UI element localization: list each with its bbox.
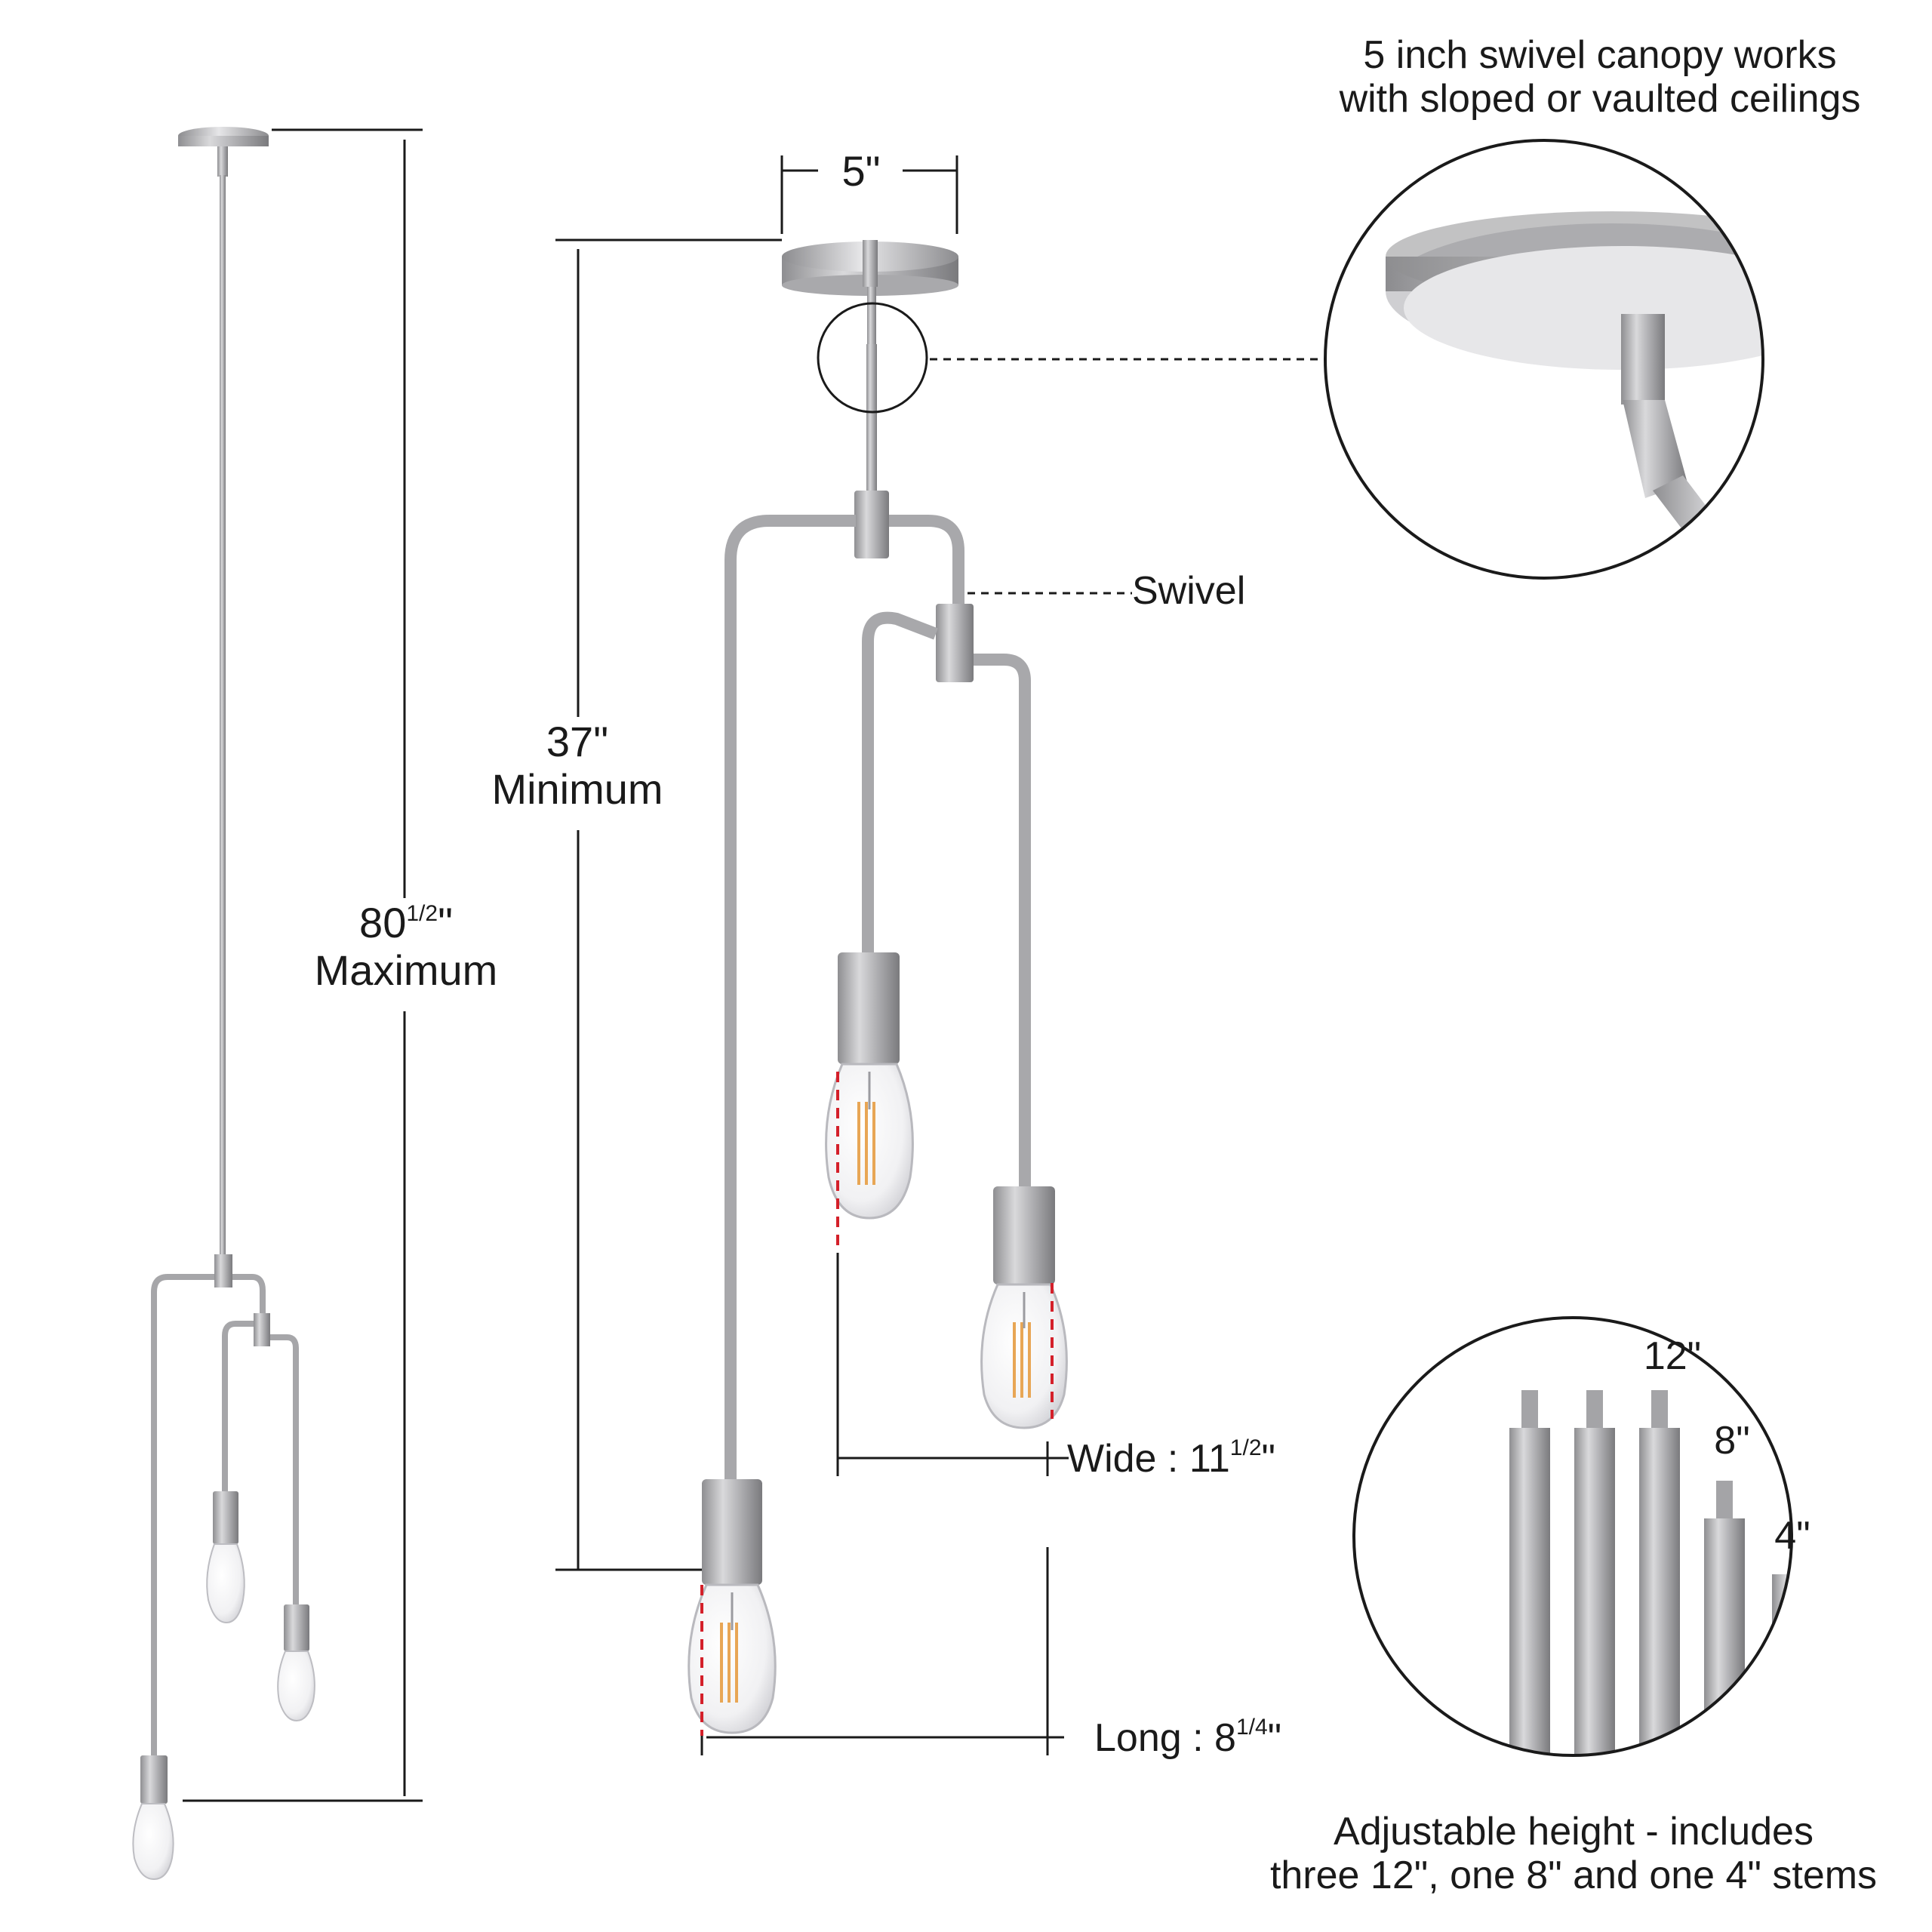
- canopy-note: 5 inch swivel canopy works with sloped o…: [1275, 33, 1924, 121]
- swivel-label: Swivel: [1132, 569, 1246, 613]
- large-socket-1: [838, 952, 900, 1064]
- large-arm-inner: [862, 611, 938, 952]
- wide-prefix: Wide : 11: [1067, 1437, 1230, 1481]
- red-guides: [700, 1072, 1054, 1736]
- wide-label: Wide : 111/2": [1067, 1435, 1275, 1481]
- stem-12-label: 12": [1643, 1334, 1702, 1378]
- large-arm-far: [974, 654, 1031, 1186]
- min-height-value: 37": [546, 718, 609, 765]
- small-socket-1: [213, 1491, 238, 1544]
- stems-note: Adjustable height - includes three 12", …: [1223, 1810, 1924, 1897]
- large-socket-3: [702, 1479, 762, 1585]
- small-arm-inner: [222, 1321, 255, 1491]
- small-downrod: [220, 175, 226, 1262]
- small-pendant: [132, 127, 315, 1881]
- max-height-text: Maximum: [314, 946, 498, 994]
- small-canopy-edge: [178, 136, 269, 146]
- stem-12-a: [1509, 1390, 1550, 1755]
- detail-stem: [1621, 314, 1665, 405]
- swivel-hub: [936, 604, 974, 682]
- large-bulb-2: [980, 1283, 1068, 1429]
- small-bulb-1: [206, 1543, 245, 1624]
- large-pendant: [688, 240, 1068, 1734]
- long-unit: ": [1267, 1716, 1282, 1760]
- swivel-callout: [930, 358, 1393, 595]
- long-prefix: Long : 8: [1094, 1716, 1236, 1760]
- large-arm-outer: [724, 515, 856, 1479]
- stem-12-b: [1574, 1390, 1615, 1755]
- large-socket-2: [993, 1186, 1055, 1284]
- max-height-label: 801/2" Maximum: [300, 899, 512, 994]
- large-bulb-3: [688, 1583, 777, 1734]
- stem-4-label: 4": [1774, 1514, 1810, 1558]
- detail-rod: [1653, 475, 1763, 578]
- canopy-note-line2: with sloped or vaulted ceilings: [1339, 77, 1861, 122]
- large-downrod: [866, 344, 877, 494]
- canopy-detail-circle: [1324, 139, 1764, 580]
- large-arm-right: [889, 515, 964, 604]
- swivel-detail-ring: [817, 302, 928, 414]
- stems-note-line2: three 12", one 8" and one 4" stems: [1269, 1854, 1878, 1898]
- wide-frac: 1/2: [1229, 1435, 1262, 1460]
- stem-8: [1704, 1481, 1745, 1755]
- small-arm-outer: [151, 1274, 219, 1755]
- center-dimension-lines: [555, 155, 1069, 1755]
- max-height-unit: ": [438, 899, 453, 946]
- long-label: Long : 81/4": [1094, 1715, 1281, 1760]
- canopy-width-label: 5": [841, 147, 881, 195]
- min-height-label: 37" Minimum: [475, 718, 679, 813]
- max-dimension-lines: [183, 128, 423, 1802]
- stems-detail-circle: [1352, 1316, 1793, 1757]
- wide-unit: ": [1261, 1437, 1275, 1481]
- small-socket-2: [284, 1604, 309, 1651]
- small-bulb-2: [277, 1651, 315, 1722]
- small-socket-3: [140, 1755, 168, 1804]
- min-height-text: Minimum: [491, 764, 663, 813]
- stems-note-line1: Adjustable height - includes: [1334, 1810, 1814, 1854]
- canopy-note-line1: 5 inch swivel canopy works: [1363, 33, 1837, 77]
- max-height-whole: 80: [359, 899, 407, 946]
- max-height-frac: 1/2: [406, 901, 438, 926]
- max-height-value: 801/2": [300, 899, 512, 947]
- stem-8-label: 8": [1714, 1419, 1750, 1463]
- small-bulb-3: [132, 1803, 174, 1881]
- large-bulb-1: [825, 1063, 914, 1220]
- stem-12-c: [1639, 1390, 1680, 1755]
- large-hub: [854, 491, 889, 558]
- long-frac: 1/4: [1235, 1715, 1268, 1740]
